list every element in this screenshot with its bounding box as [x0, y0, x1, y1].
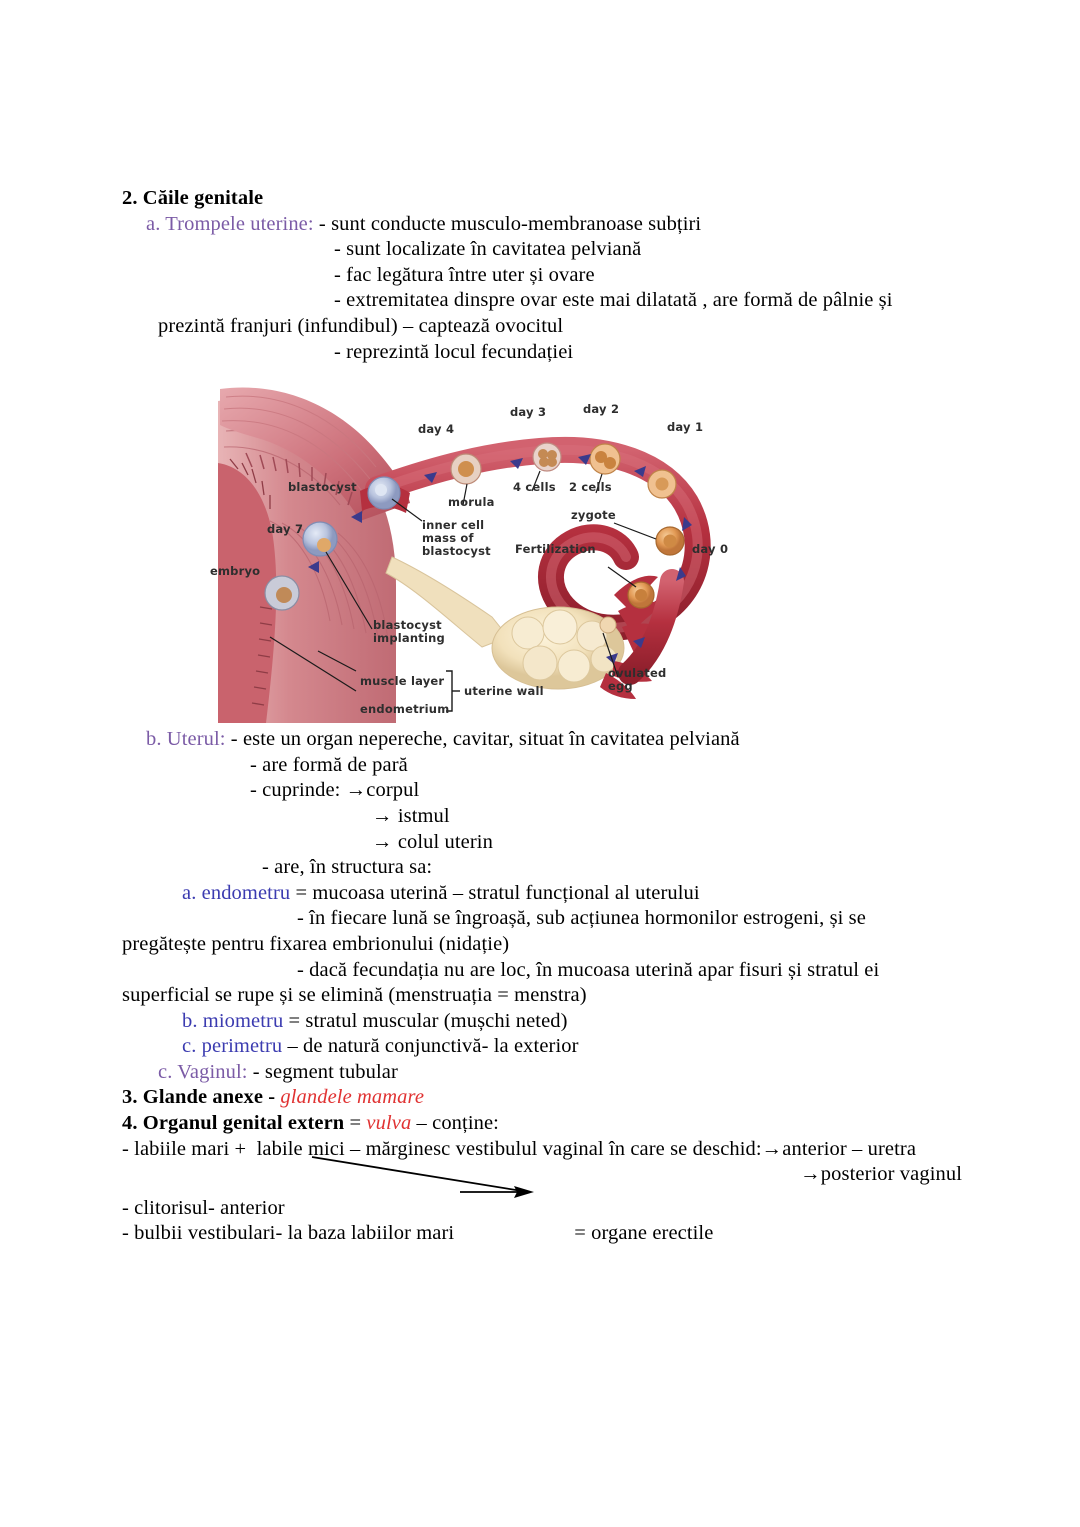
endometru-line-5: superficial se rupe și se elimină (menst… — [122, 984, 587, 1007]
label-blastocyst-implanting: blastocyst implanting — [373, 618, 445, 646]
trompele-uterine-text-1: - sunt conducte musculo-membranoase subț… — [313, 212, 702, 235]
label-uterine-wall: uterine wall — [464, 684, 544, 699]
endometru-label: a. endometru — [182, 881, 291, 904]
spacer — [122, 1188, 962, 1196]
endometru-line-4: - dacă fecundația nu are loc, în mucoasa… — [297, 958, 880, 981]
section-4-post: – conține: — [411, 1112, 499, 1135]
uterul-line-1: b. Uterul: - este un organ nepereche, ca… — [122, 727, 962, 753]
vaginul-line: c. Vaginul: - segment tubular — [122, 1060, 962, 1086]
label-embryo: embryo — [210, 564, 261, 579]
trompele-uterine-label: a. Trompele uterine: — [146, 212, 314, 235]
uterul-label: b. Uterul: — [146, 728, 226, 751]
trompele-uterine-line-4: - extremitatea dinspre ovar este mai dil… — [334, 289, 893, 312]
label-fertilization: Fertilization — [515, 542, 596, 557]
section-4-organ-genital-extern: 4. Organul genital extern = vulva – conț… — [122, 1111, 962, 1137]
diagram-illustration — [218, 387, 711, 724]
heading-caile-genitale: 2. Căile genitale — [122, 186, 962, 212]
miometru-label: b. miometru — [182, 1009, 284, 1032]
vaginul-label: c. Vaginul: — [158, 1060, 248, 1083]
label-day-7: day 7 — [267, 522, 304, 537]
section-3-glande-anexe: 3. Glande anexe - glandele mamare — [122, 1085, 962, 1111]
label-muscle-layer: muscle layer — [360, 674, 445, 689]
vaginul-text: - segment tubular — [247, 1060, 398, 1083]
miometru-line: b. miometru = stratul muscular (mușchi n… — [122, 1009, 962, 1035]
perimetru-text: – de natură conjunctivă- la exterior — [282, 1035, 579, 1058]
label-4-cells: 4 cells — [513, 480, 556, 495]
labii-line: - labiile mari + labile mici – mărginesc… — [122, 1137, 917, 1160]
trompele-uterine-line-5: prezintă franjuri (infundibul) – capteaz… — [158, 314, 564, 337]
label-zygote: zygote — [571, 508, 616, 523]
section-4-equals: = — [344, 1112, 367, 1135]
trompele-uterine-line-3: - fac legătura între uter și ovare — [334, 263, 595, 286]
heading-caile-genitale-text: 2. Căile genitale — [122, 187, 264, 209]
document-body: 2. Căile genitale a. Trompele uterine: -… — [122, 186, 962, 1247]
label-2-cells: 2 cells — [569, 480, 612, 495]
uterul-line-6: - are, în structura sa: — [262, 856, 433, 879]
endometru-line-3: pregătește pentru fixarea embrionului (n… — [122, 932, 510, 955]
section-4-emphasis: vulva — [366, 1112, 412, 1135]
miometru-text: = stratul muscular (mușchi neted) — [283, 1009, 568, 1032]
trompele-uterine-line-2: - sunt localizate în cavitatea pelviană — [334, 238, 642, 261]
uterul-line-3: - cuprinde: →corpul — [250, 779, 420, 802]
trompele-uterine-line-1: a. Trompele uterine: - sunt conducte mus… — [122, 212, 962, 238]
uterul-line-4: → istmul — [372, 804, 450, 827]
label-endometrium: endometrium — [360, 702, 450, 717]
clitoris-line: - clitorisul- anterior — [122, 1196, 285, 1219]
label-day-0: day 0 — [692, 542, 729, 557]
section-3-label: 3. Glande anexe - — [122, 1086, 281, 1109]
perimetru-label: c. perimetru — [182, 1035, 283, 1058]
label-inner-cell-mass: inner cell mass of blastocyst — [422, 518, 491, 559]
uterul-text-1: - este un organ nepereche, cavitar, situ… — [225, 728, 740, 751]
label-day-4: day 4 — [418, 422, 455, 437]
perimetru-line: c. perimetru – de natură conjunctivă- la… — [122, 1034, 962, 1060]
endometru-text-1: = mucoasa uterină – stratul funcțional a… — [290, 881, 700, 904]
section-3-emphasis: glandele mamare — [280, 1086, 425, 1109]
fallopian-tube-diagram: day 4 day 3 day 2 day 1 day 0 day 7 blas… — [210, 371, 744, 724]
erectile-text: = organe erectile — [574, 1222, 714, 1245]
uterul-line-2: - are formă de pară — [250, 753, 408, 776]
label-blastocyst: blastocyst — [288, 480, 357, 495]
trompele-uterine-line-6: - reprezintă locul fecundației — [334, 340, 574, 363]
label-day-1: day 1 — [667, 420, 704, 435]
bulbi-line: - bulbii vestibulari- la baza labiilor m… — [122, 1221, 962, 1247]
endometru-line-2: - în fiecare lună se îngroașă, sub acțiu… — [297, 907, 866, 930]
label-morula: morula — [448, 495, 495, 510]
endometru-line-1: a. endometru = mucoasa uterină – stratul… — [122, 881, 962, 907]
label-ovulated-egg: ovulated egg — [608, 666, 667, 694]
uterul-line-5: → colul uterin — [372, 830, 493, 853]
bulbi-text: - bulbii vestibulari- la baza labiilor m… — [122, 1222, 455, 1245]
label-day-3: day 3 — [510, 405, 547, 420]
label-day-2: day 2 — [583, 402, 620, 417]
section-4-label: 4. Organul genital extern — [122, 1112, 345, 1135]
diagram-canvas: day 4 day 3 day 2 day 1 day 0 day 7 blas… — [210, 371, 744, 724]
posterior-vaginul-line: →posterior vaginul — [800, 1163, 962, 1186]
